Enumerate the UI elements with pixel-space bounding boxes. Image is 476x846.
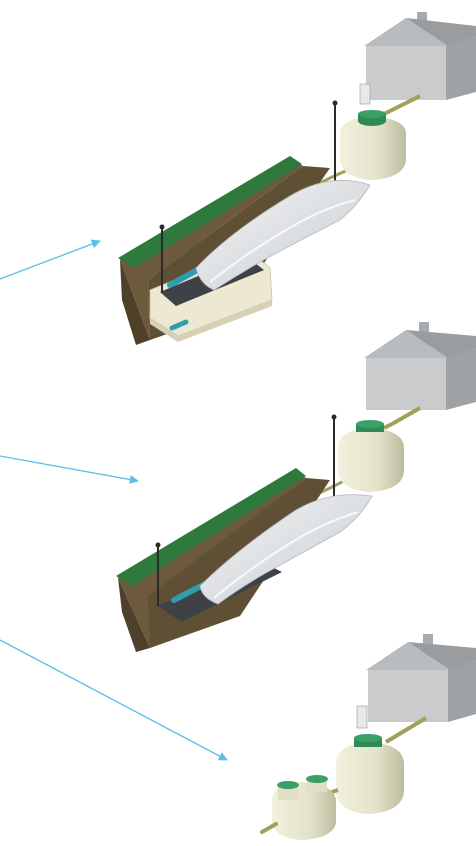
sewer-pipe <box>384 716 428 744</box>
panel-package-treatment <box>260 634 476 840</box>
house-icon <box>364 322 476 410</box>
septic-tank-icon <box>338 420 404 492</box>
house-icon <box>366 634 476 722</box>
pointer-arrow-3 <box>0 639 228 761</box>
outlet-pipe <box>260 822 278 834</box>
sewer-pipe <box>383 406 421 430</box>
treatment-unit-icon <box>272 775 336 840</box>
septic-tank-icon <box>336 734 404 814</box>
inspection-post <box>359 83 371 105</box>
pointer-arrow-1 <box>0 239 101 280</box>
pointer-arrow-2 <box>0 455 139 485</box>
infiltration-trench-icon <box>116 468 373 652</box>
septic-tank-icon <box>340 110 406 180</box>
membrane-sheet <box>195 180 371 291</box>
inspection-post <box>356 705 368 729</box>
panel-trench-system-open <box>116 322 476 652</box>
infiltration-trench-icon <box>118 156 371 345</box>
house-icon <box>364 12 476 100</box>
panel-trench-system-with-tank <box>118 12 476 345</box>
